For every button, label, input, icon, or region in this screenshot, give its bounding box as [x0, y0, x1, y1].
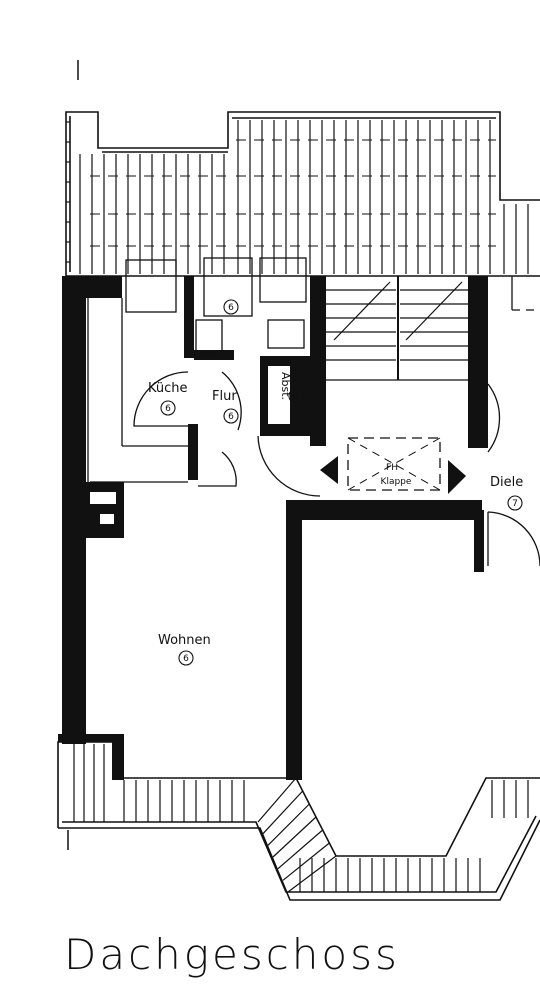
roof-rafter [282, 842, 330, 881]
roof-top-rafters [66, 120, 529, 274]
roof-rafter [257, 777, 297, 823]
roof-top-dashes [90, 139, 496, 247]
door-kueche [133, 371, 189, 427]
floor-title: Dachgeschoss [64, 930, 400, 979]
room-number-diele: 7 [512, 499, 518, 509]
room-name-flur: Flur [212, 389, 237, 404]
door-diele-right [487, 383, 501, 453]
roof-rafter [262, 790, 304, 835]
roof-rafter [277, 829, 324, 870]
roof-bottom-rafters [73, 744, 529, 893]
door-diele-left [257, 435, 321, 497]
room-number-abst: 6 [293, 392, 299, 402]
room-name-abst: Abst. [279, 372, 292, 400]
room-number-wohnen: 6 [183, 654, 189, 664]
room-number-circle [178, 650, 194, 666]
room-number-flur: 6 [228, 412, 234, 422]
hatch-label-2: Klappe [381, 477, 412, 487]
door-wohnen-right [487, 511, 540, 567]
room-number-bad: 6 [228, 303, 234, 313]
staircase [326, 276, 468, 380]
hatch-label-1: FH [386, 463, 398, 473]
roof-top [65, 111, 540, 277]
walls [58, 276, 488, 780]
roof-rafter [267, 803, 310, 846]
door-flur [198, 451, 237, 487]
interior-lines [87, 257, 540, 483]
room-number-circle [288, 388, 304, 404]
roof-bottom [57, 741, 540, 901]
room-number-circle [223, 408, 239, 424]
room-labels: Küche 6 Flur 6 6 Abst. 6 Wohnen 6 Diele … [148, 299, 523, 666]
room-name-diele: Diele [490, 475, 523, 490]
door-flur-arc [221, 371, 242, 431]
roof-rafter [272, 816, 317, 858]
room-number-circle [223, 299, 239, 315]
room-number-circle [160, 400, 176, 416]
room-number-kueche: 6 [165, 404, 171, 414]
room-number-circle [507, 495, 523, 511]
attic-hatch: FH Klappe [320, 437, 466, 494]
room-name-kueche: Küche [148, 381, 188, 396]
door-swings [133, 371, 540, 567]
room-name-wohnen: Wohnen [158, 633, 211, 648]
